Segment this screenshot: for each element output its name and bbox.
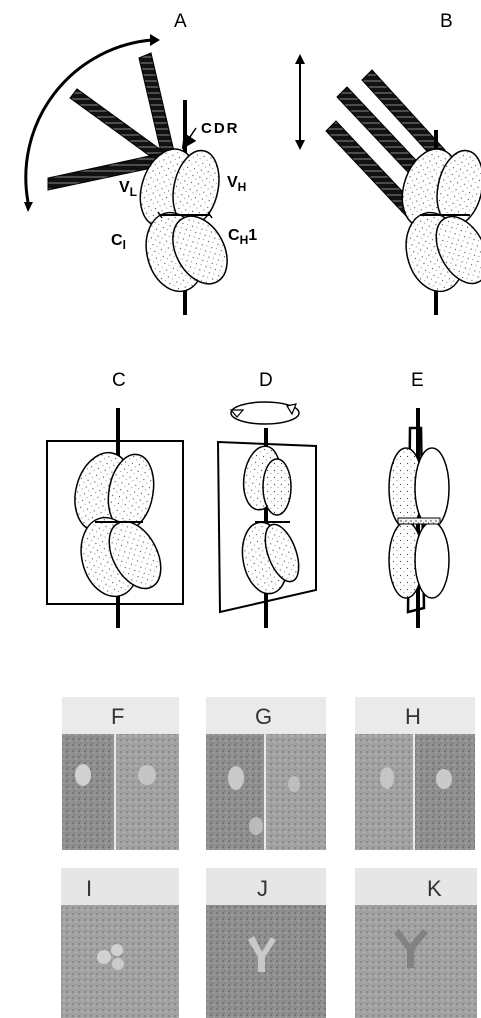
svg-text:Cl: Cl [111,232,126,252]
particle-image [97,950,111,964]
particle-image [436,769,452,789]
translation-arrow [295,54,305,150]
arrowhead-icon [24,202,33,212]
micrograph-i: I [61,868,179,1018]
panel-d: D [218,370,316,628]
panel-a: A CDR VL V [24,11,257,315]
panel-b: B [326,11,481,315]
arrowhead-icon [150,34,160,46]
panel-label-h: H [405,704,421,729]
particle-image [288,776,300,792]
panel-label-b: B [440,11,453,32]
ch1-sub: H [240,233,249,247]
panel-label-k: K [427,876,442,901]
micrograph-g: G [206,697,326,850]
panel-label-f: F [111,704,124,729]
particle-image [75,764,91,786]
svg-text:VL: VL [119,179,137,199]
vl-sub: L [130,185,137,199]
cdr-pointer [186,128,196,143]
vh-sub: H [238,180,247,194]
svg-text:VH: VH [227,174,246,194]
rotation-arrow-icon [231,402,299,424]
panel-label-a: A [174,11,187,32]
micrograph-k: K [355,868,477,1018]
panel-label-e: E [411,370,424,391]
micrograph-j: J [206,868,326,1018]
ch1-suffix: 1 [248,227,257,244]
panel-label-d: D [259,370,273,391]
vl-label: V [119,179,130,196]
vh-label: V [227,174,238,191]
micrograph-f: F [62,697,179,850]
svg-text:CH1: CH1 [228,227,257,247]
panel-c: C [47,370,183,628]
micrograph-h: H [355,697,475,850]
cl-sub: l [123,238,126,252]
particle-image [138,765,156,785]
panel-label-c: C [112,370,126,391]
particle-image [228,766,244,790]
panel-label-g: G [255,704,272,729]
cl-label: C [111,232,123,249]
cdr-label: CDR [201,120,240,137]
ch1-label: C [228,227,240,244]
panel-label-j: J [257,876,268,901]
panel-e: E [389,370,449,628]
particle-image [380,767,394,789]
particle-image [249,817,263,835]
panel-label-i: I [86,876,92,901]
